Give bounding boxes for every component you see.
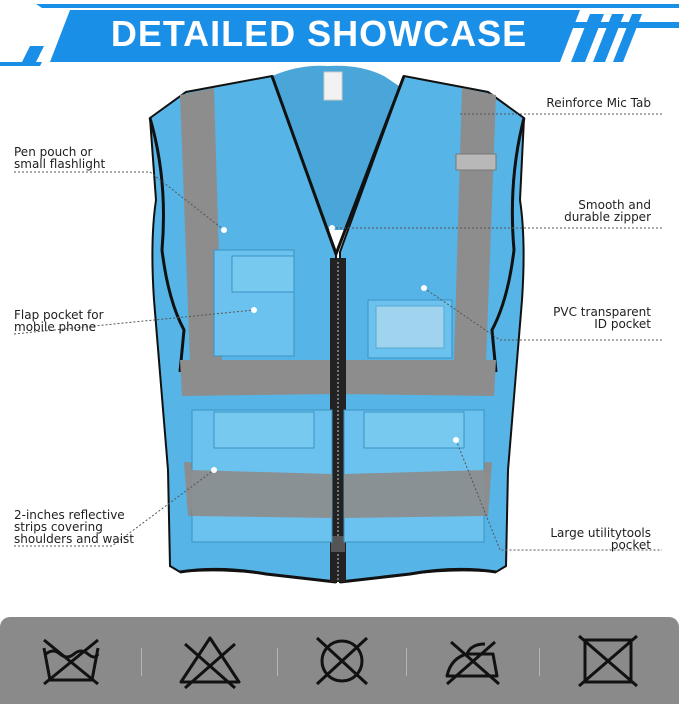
callout-text: PVC transparent xyxy=(553,305,651,319)
do-not-iron-icon xyxy=(445,640,500,686)
callout-text: Large utilitytools xyxy=(550,526,651,540)
callout-text: shoulders and waist xyxy=(14,532,134,546)
callout-flap-pocket: Flap pocket for mobile phone xyxy=(14,309,104,333)
callout-zipper: Smooth and durable zipper xyxy=(564,199,651,223)
do-not-dry-clean-icon xyxy=(578,634,638,688)
do-not-bleach-icon xyxy=(179,636,241,690)
callout-text: Smooth and xyxy=(578,198,651,212)
callout-text: Flap pocket for xyxy=(14,308,104,322)
callout-text: small flashlight xyxy=(14,157,106,171)
callout-id-pocket: PVC transparent ID pocket xyxy=(553,306,651,330)
banner-graphic xyxy=(0,4,679,66)
callout-text: mobile phone xyxy=(14,320,97,334)
callout-text: Pen pouch or xyxy=(14,145,93,159)
callout-reflective-strips: 2-inches reflective strips covering shou… xyxy=(14,509,134,545)
callout-text: strips covering xyxy=(14,520,103,534)
callout-text: 2-inches reflective xyxy=(14,508,125,522)
callout-text: durable zipper xyxy=(564,210,651,224)
callout-utility-pocket: Large utilitytools pocket xyxy=(550,527,651,551)
do-not-tumble-dry-icon xyxy=(315,636,369,686)
do-not-wash-icon xyxy=(42,638,100,686)
callout-pen-pouch: Pen pouch or small flashlight xyxy=(14,146,105,170)
banner-title: DETAILED SHOWCASE xyxy=(110,13,528,54)
callout-text: ID pocket xyxy=(594,317,651,331)
callout-text: Reinforce Mic Tab xyxy=(546,96,651,110)
callout-mic-tab: Reinforce Mic Tab xyxy=(546,97,651,109)
callout-text: pocket xyxy=(610,538,651,552)
